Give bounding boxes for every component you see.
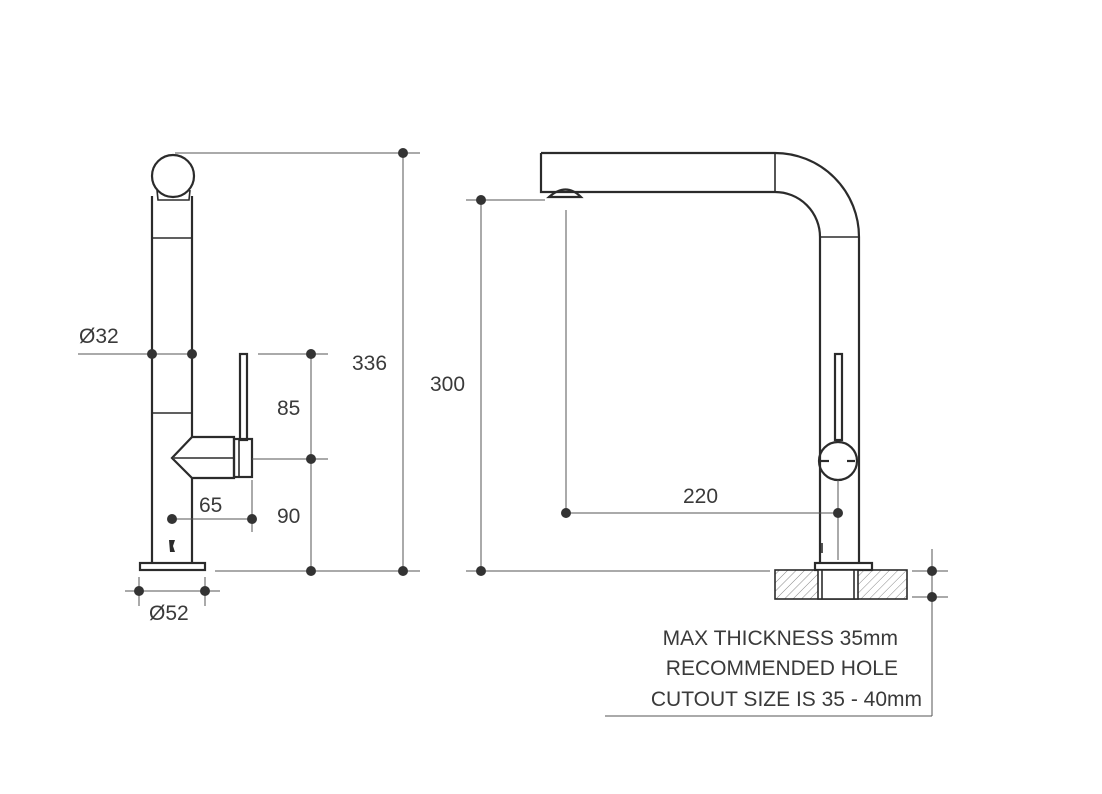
label-offset-handle: 65 <box>199 494 222 517</box>
lever <box>238 352 249 442</box>
label-height-handle: 85 <box>277 397 300 420</box>
note-line-1: MAX THICKNESS 35mm <box>663 627 898 650</box>
note-line-2: RECOMMENDED HOLE <box>666 657 898 680</box>
top-knob <box>150 153 196 199</box>
label-spout-height: 300 <box>430 373 465 396</box>
cartridge-cap <box>232 437 254 479</box>
front-dimensions <box>78 148 420 606</box>
knob-neck <box>156 189 191 201</box>
label-diameter-body: Ø32 <box>79 325 119 348</box>
note-line-3: CUTOUT SIZE IS 35 - 40mm <box>651 688 922 711</box>
spout-inner <box>539 153 822 562</box>
label-diameter-base: Ø52 <box>149 602 189 625</box>
base-plate <box>138 561 207 572</box>
label-spout-reach: 220 <box>683 485 718 508</box>
label-height-total: 336 <box>352 352 387 375</box>
spout-outer <box>541 151 861 562</box>
label-height-lower: 90 <box>277 505 300 528</box>
cartridge-housing <box>170 435 236 480</box>
front-view <box>138 153 254 572</box>
mounting-hole <box>817 569 859 600</box>
aerator <box>546 188 584 199</box>
hose-fitting-icon <box>169 540 175 552</box>
side-base-plate <box>813 561 874 572</box>
side-dimensions <box>466 195 948 717</box>
side-view <box>539 151 908 600</box>
side-lever <box>833 352 844 442</box>
